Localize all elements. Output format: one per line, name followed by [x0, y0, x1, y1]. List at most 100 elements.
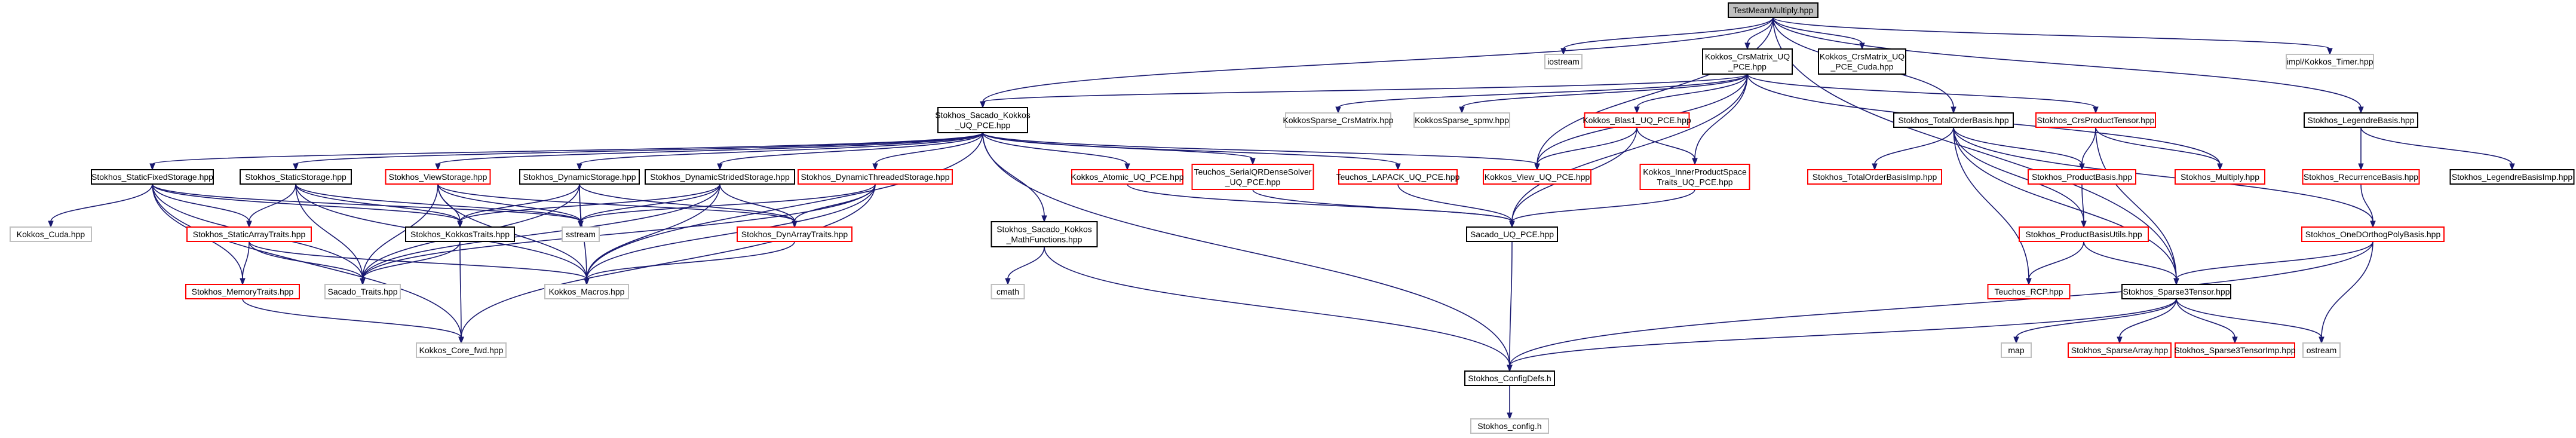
- node-box: [990, 221, 1098, 247]
- node-recurrence[interactable]: Stokhos_RecurrenceBasis.hpp: [2302, 169, 2420, 185]
- edge-line: [586, 241, 795, 280]
- node-impl-timer[interactable]: impl/Kokkos_Timer.hpp: [2286, 54, 2374, 69]
- edge-line: [794, 183, 876, 222]
- node-stokhos-config[interactable]: Stokhos_config.h: [1470, 418, 1549, 434]
- node-viewstorage[interactable]: Stokhos_ViewStorage.hpp: [385, 169, 491, 185]
- node-configdefs[interactable]: Stokhos_ConfigDefs.h: [1464, 370, 1555, 386]
- node-kokkos-view[interactable]: Kokkos_View_UQ_PCE.hpp: [1483, 169, 1591, 185]
- node-teuchos-serialqr[interactable]: Teuchos_SerialQRDenseSolver_UQ_PCE.hpp: [1191, 164, 1314, 190]
- dependency-edge: [982, 132, 1047, 223]
- node-sacado-kokkos[interactable]: Stokhos_Sacado_Kokkos_UQ_PCE.hpp: [935, 107, 1031, 133]
- node-label: Kokkos_Atomic_UQ_PCE.hpp: [1071, 172, 1183, 182]
- node-box: [1807, 169, 1942, 185]
- edge-arrowhead: [240, 278, 246, 286]
- node-label: Teuchos_LAPACK_UQ_PCE.hpp: [1336, 172, 1460, 182]
- edge-line: [437, 132, 983, 165]
- node-staticarraytraits[interactable]: Stokhos_StaticArrayTraits.hpp: [186, 226, 312, 242]
- node-kokkos-core-fwd[interactable]: Kokkos_Core_fwd.hpp: [416, 342, 507, 358]
- node-blas1[interactable]: Kokkos_Blas1_UQ_PCE.hpp: [1583, 112, 1691, 128]
- node-sparse3tensorimp[interactable]: Stokhos_Sparse3TensorImp.hpp: [2174, 342, 2296, 358]
- node-box: [324, 284, 401, 299]
- node-dynamicstrided[interactable]: Stokhos_DynamicStridedStorage.hpp: [645, 169, 795, 185]
- node-memorytraits[interactable]: Stokhos_MemoryTraits.hpp: [185, 284, 300, 299]
- edge-arrowhead: [1534, 163, 1540, 171]
- node-teuchos-rcp[interactable]: Teuchos_RCP.hpp: [1987, 284, 2071, 299]
- dependency-edge: [1872, 127, 1954, 171]
- node-productbasisutils[interactable]: Stokhos_ProductBasisUtils.hpp: [2019, 226, 2149, 242]
- node-totalorderimp[interactable]: Stokhos_TotalOrderBasisImp.hpp: [1807, 169, 1942, 185]
- node-totalorder[interactable]: Stokhos_TotalOrderBasis.hpp: [1893, 112, 2014, 128]
- edge-line: [586, 132, 983, 280]
- node-sparsearray[interactable]: Stokhos_SparseArray.hpp: [2068, 342, 2172, 358]
- node-label: _PCE.hpp: [1728, 62, 1767, 72]
- node-box: [1544, 54, 1583, 69]
- node-map[interactable]: map: [2001, 342, 2032, 358]
- node-teuchos-lapack[interactable]: Teuchos_LAPACK_UQ_PCE.hpp: [1336, 169, 1460, 185]
- edge-line: [1511, 189, 1695, 222]
- node-dynarraytraits[interactable]: Stokhos_DynArrayTraits.hpp: [737, 226, 852, 242]
- node-onedortho[interactable]: Stokhos_OneDOrthogPolyBasis.hpp: [2301, 226, 2445, 242]
- edge-arrowhead: [2026, 278, 2032, 286]
- node-label: Stokhos_Sacado_Kokkos: [996, 225, 1092, 234]
- node-iostream[interactable]: iostream: [1544, 54, 1583, 69]
- node-label: Stokhos_StaticStorage.hpp: [245, 172, 346, 182]
- node-label: Teuchos_SerialQRDenseSolver: [1194, 167, 1312, 177]
- edge-line: [1953, 127, 2083, 165]
- node-box: [91, 169, 214, 185]
- node-staticstorage[interactable]: Stokhos_StaticStorage.hpp: [240, 169, 352, 185]
- node-sacado-traits[interactable]: Sacado_Traits.hpp: [324, 284, 401, 299]
- node-label: Teuchos_RCP.hpp: [1995, 287, 2063, 296]
- edge-line: [459, 183, 720, 222]
- dependency-edge: [149, 132, 983, 171]
- edge-line: [1397, 183, 1513, 222]
- node-sstream[interactable]: sstream: [562, 226, 600, 242]
- dependency-edge: [719, 183, 798, 228]
- dependency-edge: [2358, 127, 2364, 171]
- node-sparse-crsmatrix[interactable]: KokkosSparse_CrsMatrix.hpp: [1283, 112, 1394, 128]
- node-dynamicthreaded[interactable]: Stokhos_DynamicThreadedStorage.hpp: [798, 169, 953, 185]
- node-box: [1639, 164, 1750, 190]
- node-atomic[interactable]: Kokkos_Atomic_UQ_PCE.hpp: [1071, 169, 1184, 185]
- node-staticfixed[interactable]: Stokhos_StaticFixedStorage.hpp: [91, 169, 214, 185]
- node-label: TestMeanMultiply.hpp: [1733, 5, 1814, 15]
- node-label: Stokhos_DynamicThreadedStorage.hpp: [801, 172, 949, 182]
- dependency-edge: [2360, 127, 2515, 171]
- node-stokhos-multiply[interactable]: Stokhos_Multiply.hpp: [2175, 169, 2265, 185]
- dependency-edge: [458, 241, 464, 344]
- dependency-edge: [1044, 246, 1513, 372]
- edge-line: [437, 183, 795, 222]
- edge-line: [2081, 127, 2096, 165]
- node-productbasis[interactable]: Stokhos_ProductBasis.hpp: [2028, 169, 2136, 185]
- edge-line: [1874, 127, 1954, 165]
- edge-line: [1772, 17, 2330, 50]
- node-legendreimp[interactable]: Stokhos_LegendreBasisImp.hpp: [2449, 169, 2575, 185]
- node-sacado-uq-pce[interactable]: Sacado_UQ_PCE.hpp: [1466, 226, 1558, 242]
- node-kokkos-cuda[interactable]: Kokkos_Cuda.hpp: [10, 226, 92, 242]
- node-cmath[interactable]: cmath: [990, 284, 1025, 299]
- node-label: Stokhos_LegendreBasisImp.hpp: [2452, 172, 2573, 182]
- edge-line: [1511, 73, 1748, 222]
- node-sparse3tensor[interactable]: Stokhos_Sparse3Tensor.hpp: [2121, 284, 2231, 299]
- edge-line: [152, 183, 461, 222]
- edge-line: [1509, 241, 2373, 366]
- edge-arrowhead: [2013, 336, 2019, 344]
- node-sacado-mathfunctions[interactable]: Stokhos_Sacado_Kokkos_MathFunctions.hpp: [990, 221, 1098, 247]
- node-crsproduct[interactable]: Stokhos_CrsProductTensor.hpp: [2035, 112, 2156, 128]
- node-box: [645, 169, 795, 185]
- node-crsmatrix-uq[interactable]: Kokkos_CrsMatrix_UQ_PCE.hpp: [1702, 48, 1793, 75]
- edge-line: [1007, 246, 1045, 280]
- node-kokkostraits[interactable]: Stokhos_KokkosTraits.hpp: [405, 226, 515, 242]
- node-ostream[interactable]: ostream: [2302, 342, 2341, 358]
- edge-line: [1537, 127, 1637, 165]
- node-innerproduct[interactable]: Kokkos_InnerProductSpaceTraits_UQ_PCE.hp…: [1639, 164, 1750, 190]
- dependency-edge: [1747, 73, 2099, 114]
- node-label: Stokhos_MemoryTraits.hpp: [192, 287, 294, 296]
- node-crsmatrix-cuda[interactable]: Kokkos_CrsMatrix_UQ_PCE_Cuda.hpp: [1818, 48, 1906, 75]
- node-legendre[interactable]: Stokhos_LegendreBasis.hpp: [2304, 112, 2418, 128]
- node-dynamicstorage[interactable]: Stokhos_DynamicStorage.hpp: [519, 169, 640, 185]
- node-sparse-spmv[interactable]: KokkosSparse_spmv.hpp: [1413, 112, 1510, 128]
- node-kokkos-macros[interactable]: Kokkos_Macros.hpp: [544, 284, 629, 299]
- edge-arrowhead: [149, 163, 155, 171]
- node-root[interactable]: TestMeanMultiply.hpp: [1728, 2, 1818, 18]
